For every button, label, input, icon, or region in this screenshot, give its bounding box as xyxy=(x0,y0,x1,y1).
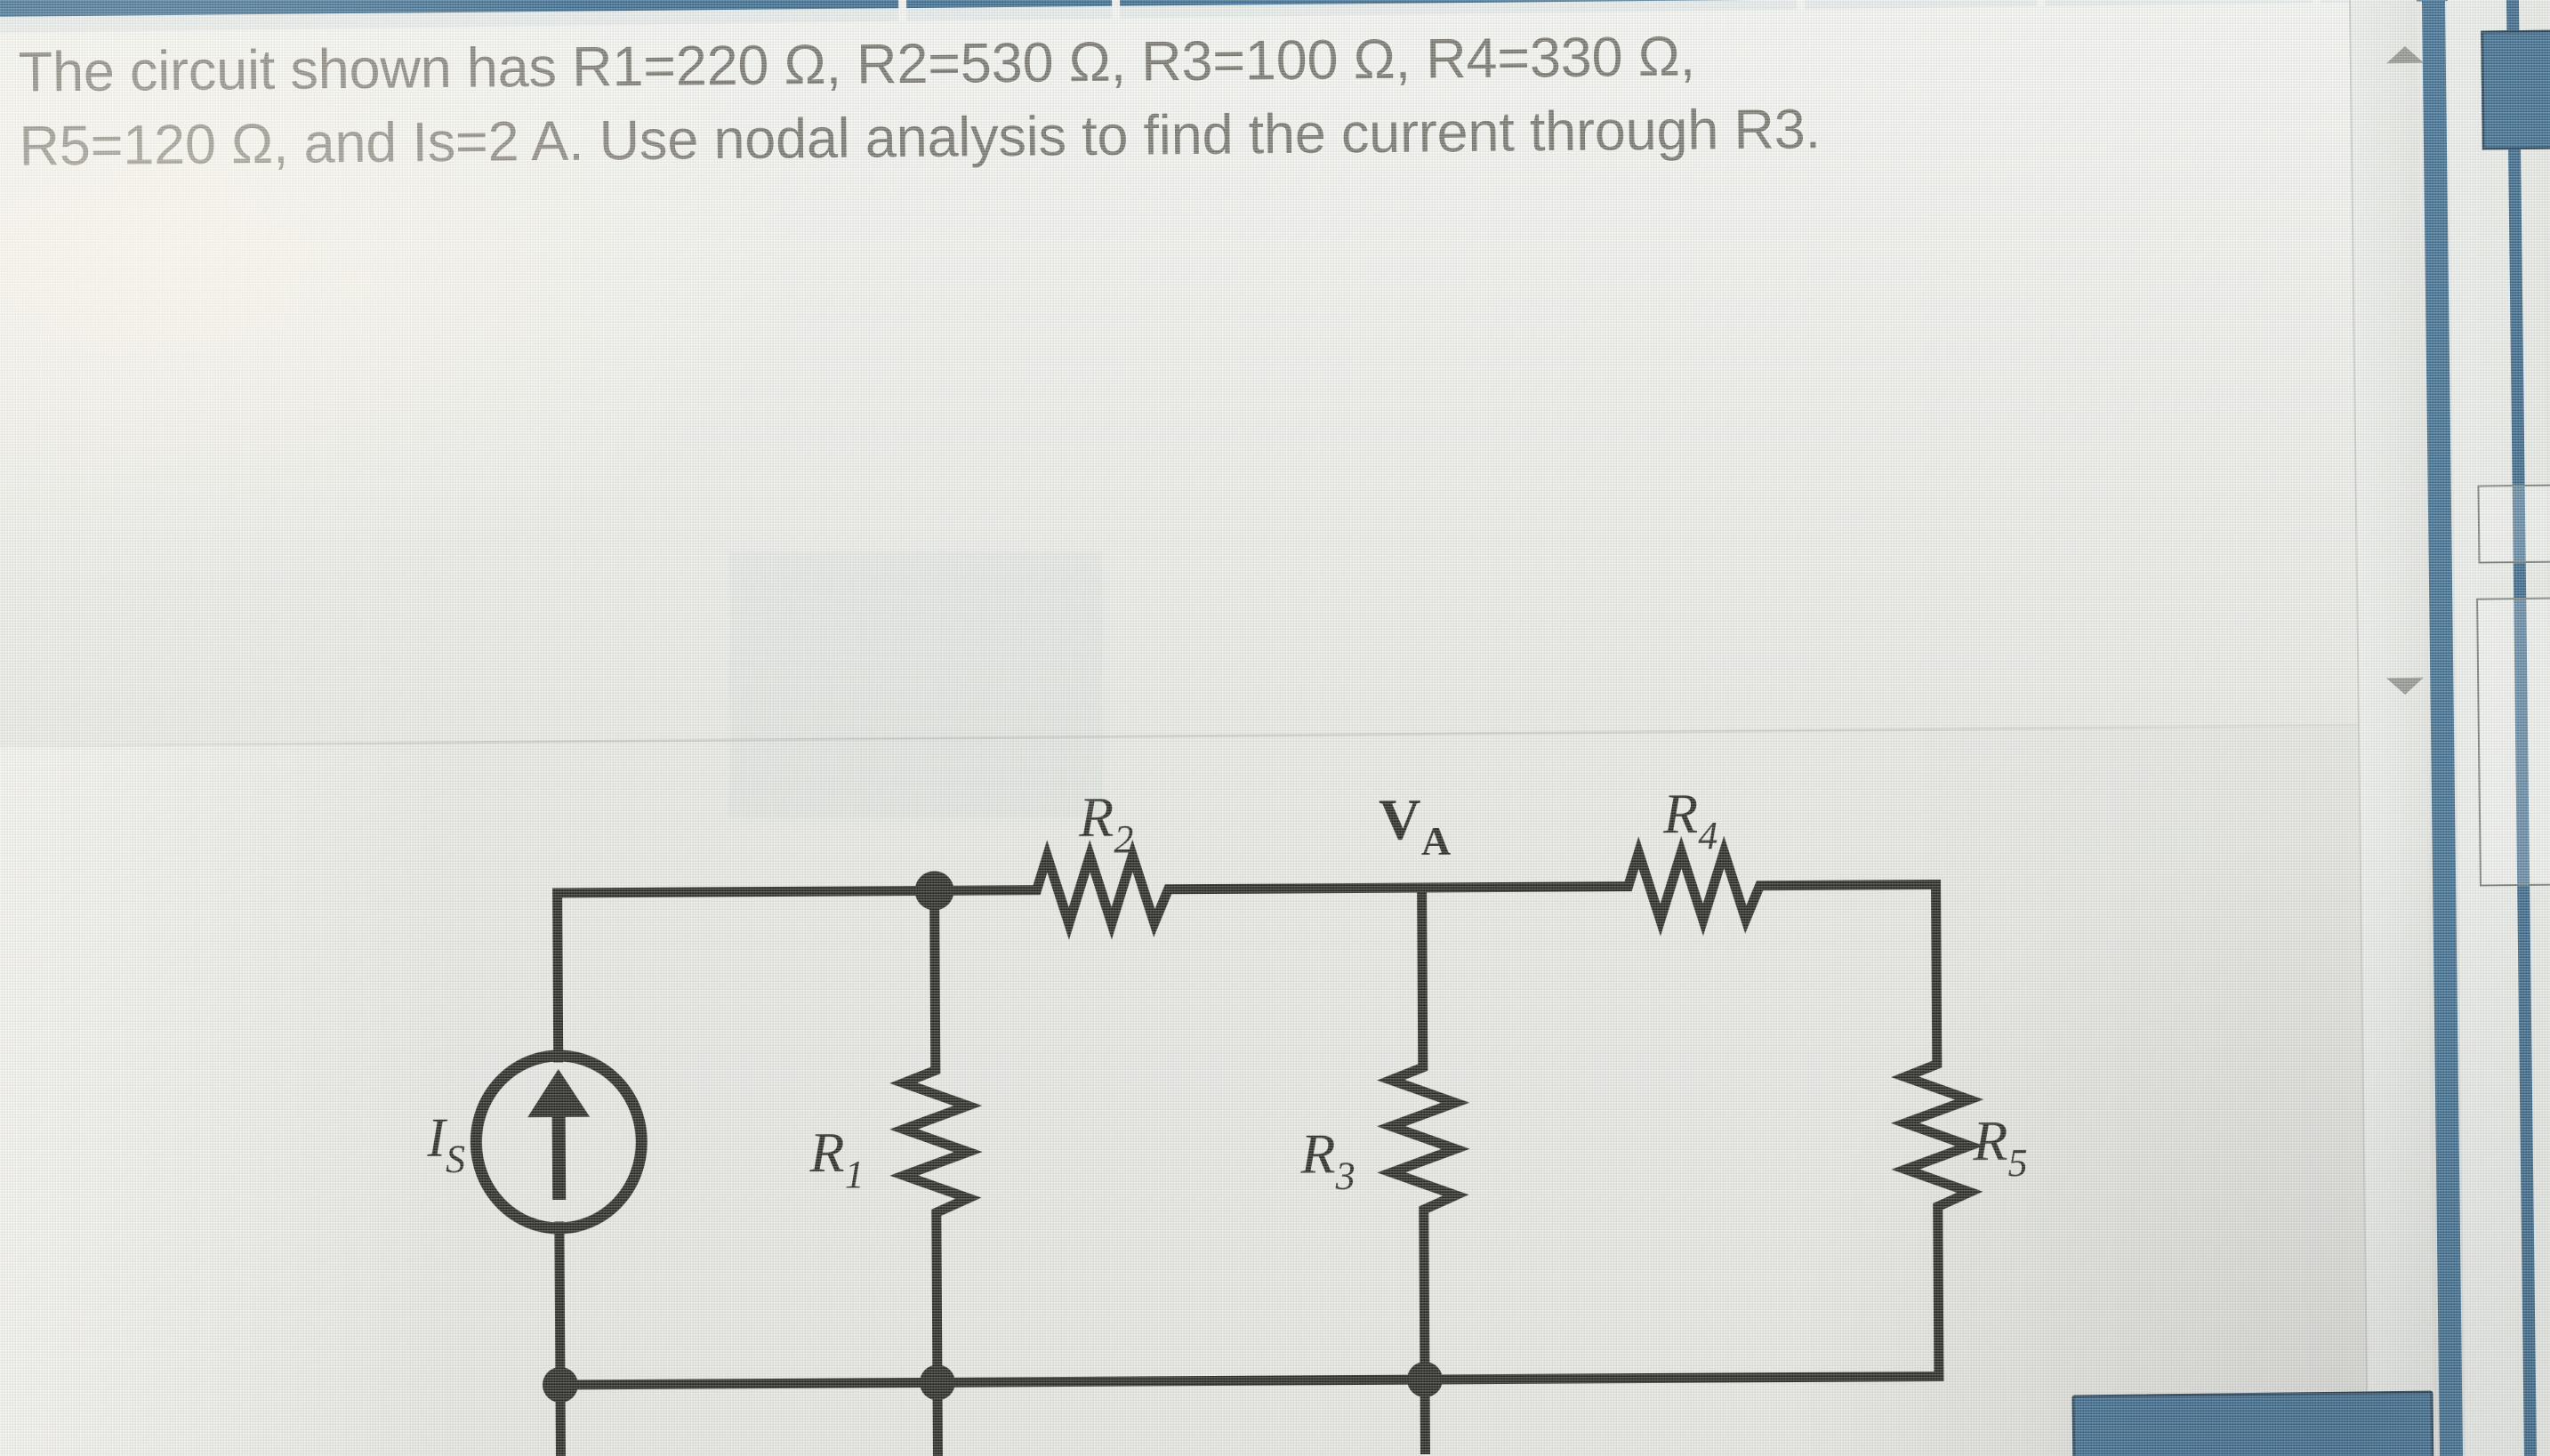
label-va: VA xyxy=(1379,787,1451,864)
right-panel-field-small[interactable] xyxy=(2477,484,2550,564)
wire-r5-bottom xyxy=(1933,1226,1944,1382)
circuit-wires xyxy=(552,879,1944,1456)
wire-r3-bottom xyxy=(1419,1229,1430,1385)
label-is: IS xyxy=(426,1108,465,1181)
wire-bottom-rail xyxy=(555,1371,1944,1390)
resistor-r1-symbol xyxy=(904,1059,969,1237)
current-source-symbol xyxy=(470,1050,648,1235)
junction-dot xyxy=(919,1364,955,1401)
junction-dot xyxy=(914,871,954,911)
resistor-r4-symbol xyxy=(1617,851,1795,920)
junction-dot xyxy=(1406,1362,1443,1398)
circuit-figure: R2 VA R4 R1 R3 R5 IS xyxy=(0,731,2279,1456)
wire-top-middle xyxy=(1199,881,1623,895)
wire-r1-top xyxy=(929,885,941,1065)
label-r1: R1 xyxy=(808,1121,865,1196)
resistor-r5-symbol xyxy=(1905,1053,1970,1231)
circuit-labels: R2 VA R4 R1 R3 R5 IS xyxy=(426,782,2028,1198)
wire-source-bottom xyxy=(554,1221,566,1390)
label-r4: R4 xyxy=(1662,782,1718,857)
junction-dot xyxy=(542,1366,578,1403)
wire-top-left xyxy=(552,885,1032,898)
label-r3: R3 xyxy=(1299,1122,1355,1198)
circuit-diagram-svg: R2 VA R4 R1 R3 R5 IS xyxy=(426,782,2028,1456)
right-panel-blue-tab[interactable] xyxy=(2481,29,2550,150)
wire-r3-top xyxy=(1417,882,1428,1062)
wire-source-top xyxy=(552,888,564,1063)
resistor-r3-symbol xyxy=(1391,1057,1456,1235)
right-panel-field-large[interactable] xyxy=(2476,597,2550,887)
label-r2: R2 xyxy=(1078,785,1134,861)
wire-top-right xyxy=(1790,879,1943,1059)
resistor-r2-symbol xyxy=(1026,856,1203,924)
label-r5: R5 xyxy=(1972,1109,2028,1185)
primary-action-button[interactable] xyxy=(2071,1390,2434,1456)
triangle-up-icon[interactable] xyxy=(2385,45,2425,64)
triangle-down-icon[interactable] xyxy=(2385,677,2425,696)
